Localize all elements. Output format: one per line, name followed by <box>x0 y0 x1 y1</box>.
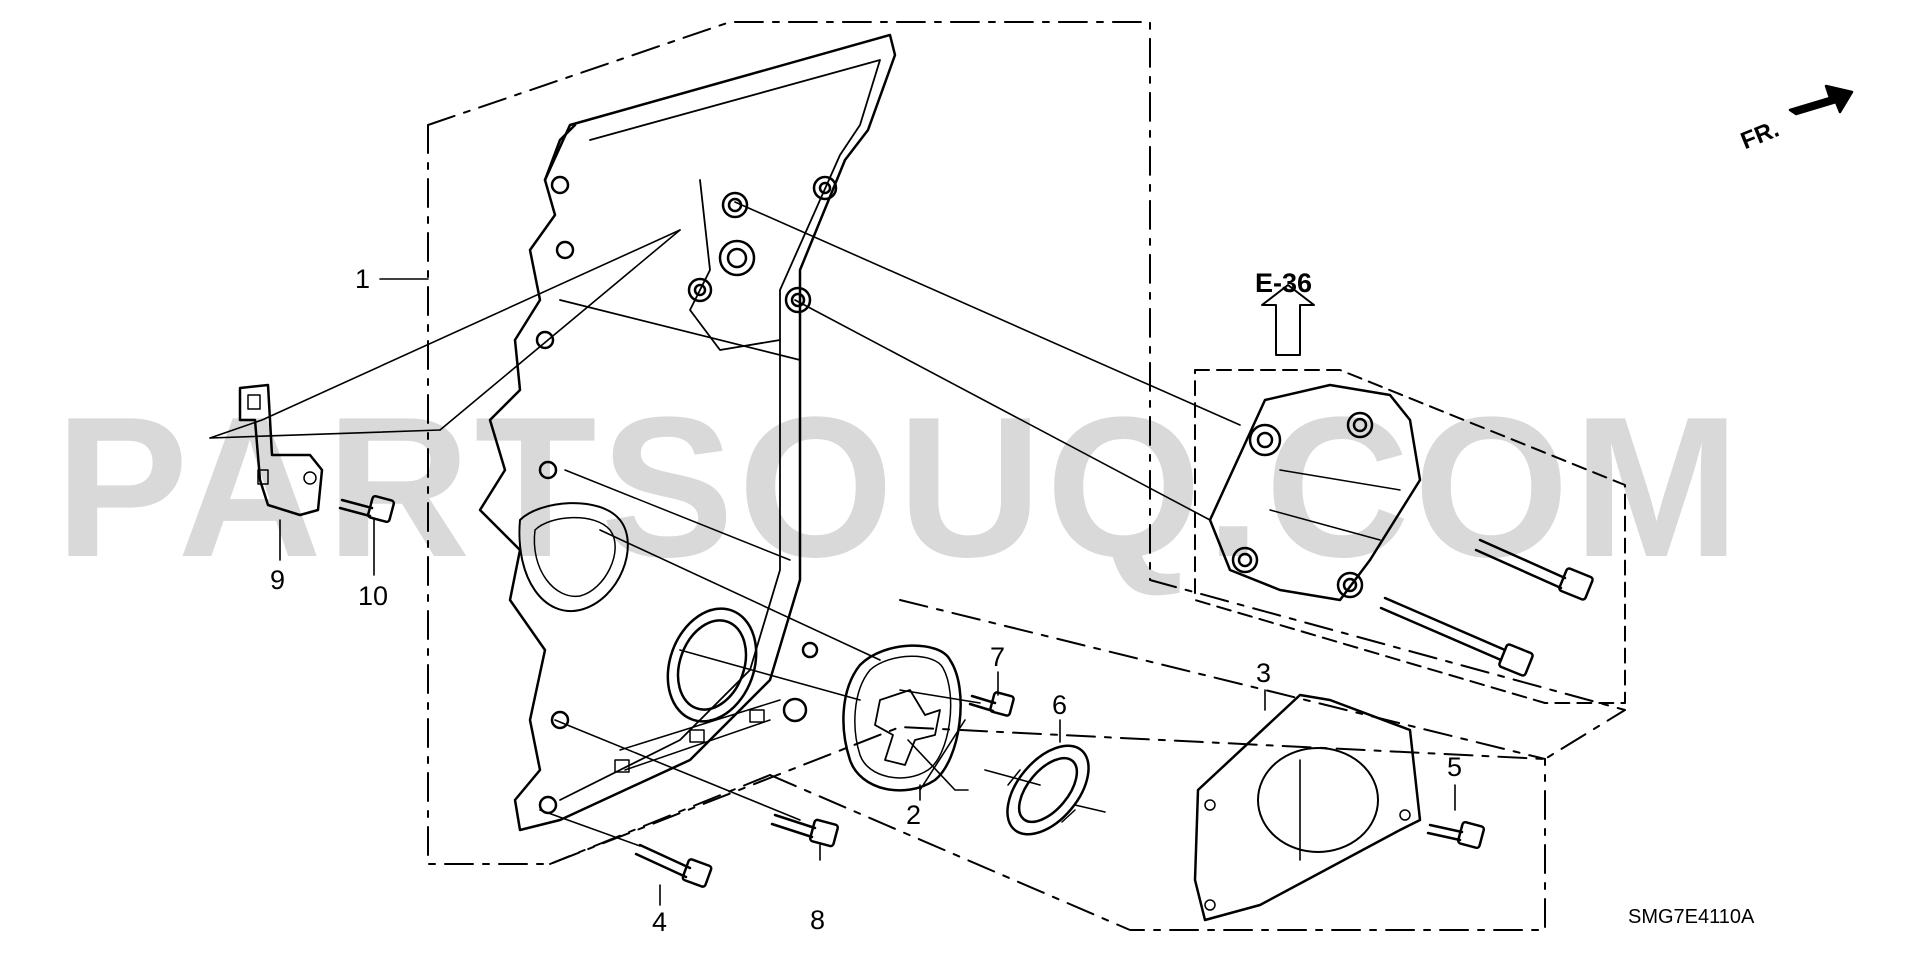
bolt-5 <box>1426 820 1486 850</box>
callout-5: 5 <box>1447 752 1463 782</box>
callout-9: 9 <box>270 565 286 595</box>
callout-2: 2 <box>906 800 922 830</box>
chain-case <box>478 33 897 832</box>
cover-assembly <box>842 644 962 792</box>
cover-plate <box>1193 693 1422 922</box>
bracket <box>238 383 324 517</box>
callout-4: 4 <box>652 907 668 937</box>
callout-7: 7 <box>990 642 1006 672</box>
callout-3: 3 <box>1256 658 1272 688</box>
callout-10: 10 <box>358 581 389 611</box>
bolt-4 <box>634 843 713 888</box>
callout-8: 8 <box>810 905 826 935</box>
bolt-10 <box>338 494 396 524</box>
leader-lines <box>209 201 1456 906</box>
dashed-frame-e36 <box>1194 369 1626 704</box>
front-direction-arrow-icon <box>1788 84 1854 116</box>
reference-label: E-36 <box>1255 268 1313 298</box>
callout-6: 6 <box>1052 690 1068 720</box>
diagram-code: SMG7E4110A <box>1628 906 1755 928</box>
callout-1: 1 <box>355 264 371 294</box>
watermark: PARTSOUQ.COM <box>55 376 1744 599</box>
oil-seal <box>1006 744 1090 836</box>
bolt-8 <box>770 813 840 848</box>
dashed-frame-main <box>427 21 1626 931</box>
long-bolt-upper <box>1474 538 1594 601</box>
up-arrow-icon <box>1261 284 1315 356</box>
bolt-7 <box>968 691 1015 717</box>
engine-mount-bracket <box>1208 383 1422 602</box>
long-bolt-lower <box>1379 596 1534 677</box>
